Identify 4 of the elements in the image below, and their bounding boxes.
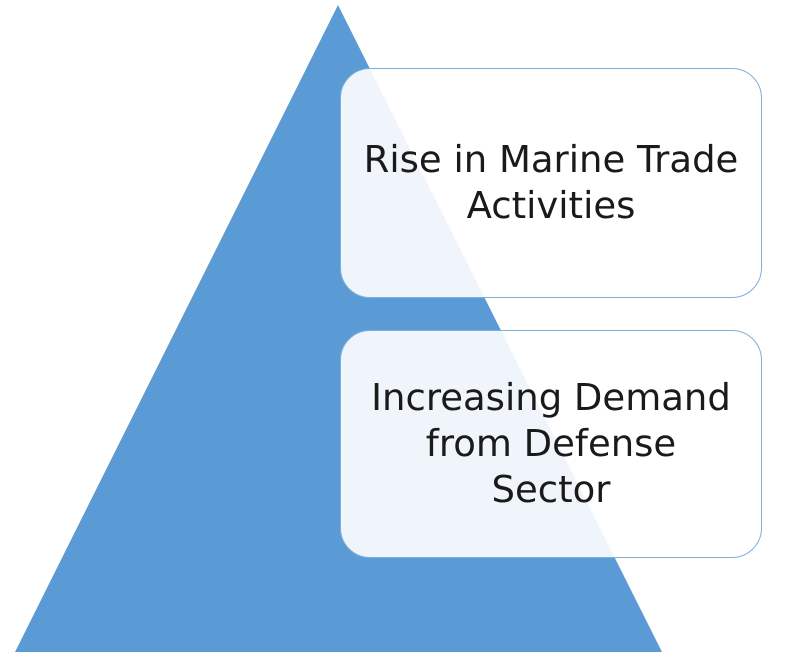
rounded-box xyxy=(340,330,762,558)
rounded-box xyxy=(340,68,762,298)
box-text: Increasing Demand from Defense Sector xyxy=(370,375,732,513)
box-text: Rise in Marine Trade Activities xyxy=(362,137,740,229)
